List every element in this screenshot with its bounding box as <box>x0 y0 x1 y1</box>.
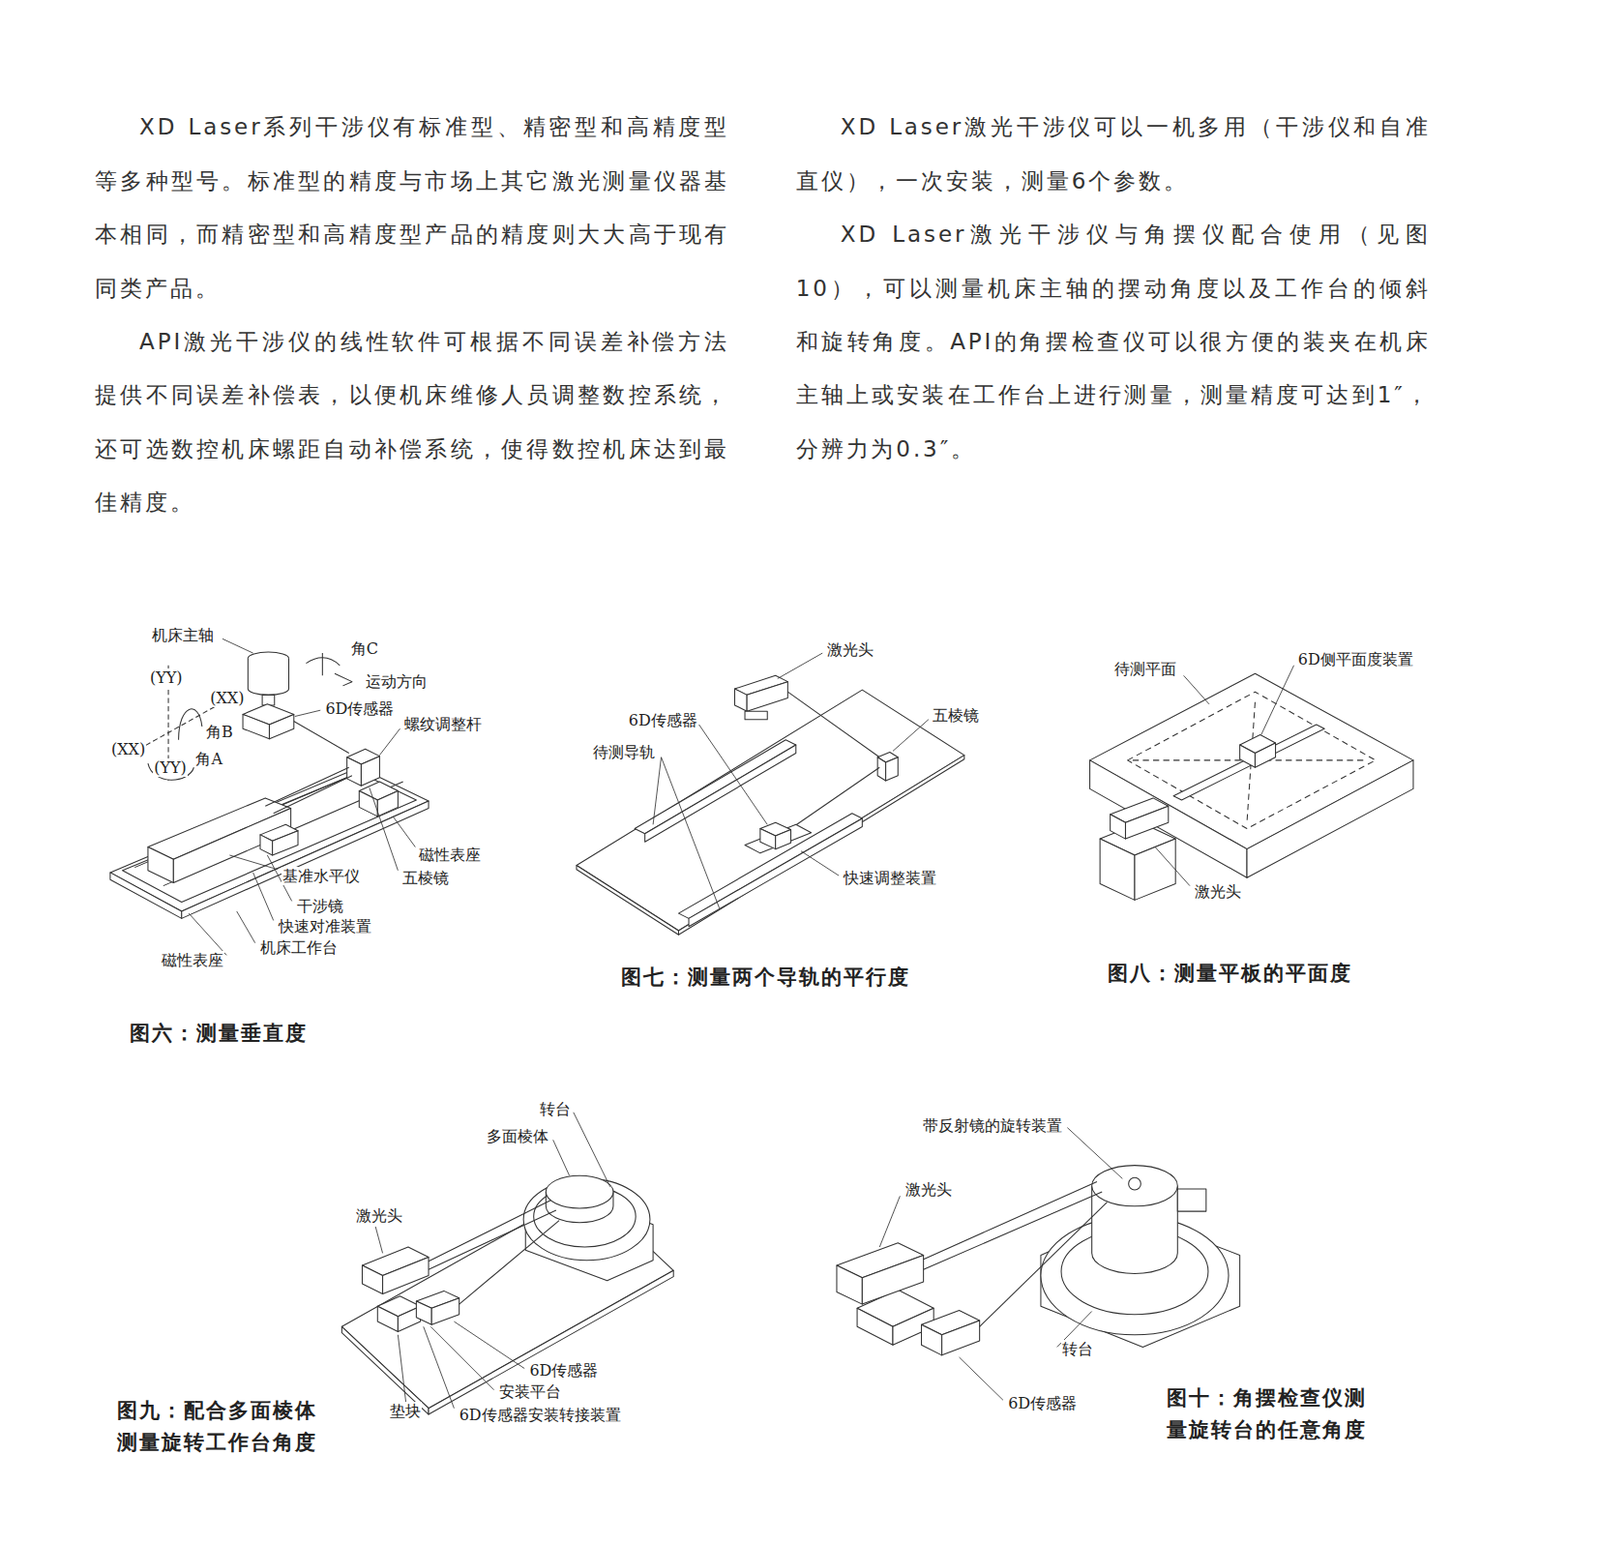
figure-caption: 图七：测量两个导轨的平行度 <box>621 961 911 994</box>
part-label: 角C <box>350 639 380 658</box>
figure-eight-drawing <box>1090 673 1414 900</box>
part-label: 运动方向 <box>364 672 429 691</box>
figure-six-drawing <box>110 651 429 919</box>
part-label: 激光头 <box>826 640 875 659</box>
figure-ten-drawing <box>836 1165 1241 1356</box>
part-label: (XX) <box>110 740 147 759</box>
part-label: 磁性表座 <box>417 845 482 864</box>
part-label: 转台 <box>538 1099 572 1119</box>
part-label: 激光头 <box>355 1206 404 1225</box>
part-label: 带反射镜的旋转装置 <box>921 1116 1064 1135</box>
part-label: 6D传感器 <box>1007 1393 1078 1413</box>
part-label: 6D传感器 <box>627 711 699 730</box>
part-label: 基准水平仪 <box>281 866 361 886</box>
part-label: 激光头 <box>904 1180 953 1199</box>
part-label: 转台 <box>1061 1339 1095 1359</box>
figure-caption: 图十：角摆检查仪测量旋转台的任意角度 <box>1166 1382 1375 1447</box>
body-paragraph: XD Laser激光干涉仪可以一机多用（干涉仪和自准直仪），一次安装，测量6个参… <box>796 100 1431 208</box>
body-paragraph: XD Laser系列干涉仪有标准型、精密型和高精度型等多种型号。标准型的精度与市… <box>94 100 730 316</box>
part-label: 螺纹调整杆 <box>403 714 483 734</box>
part-label: 快速对准装置 <box>277 917 373 936</box>
part-label: 安装平台 <box>498 1382 563 1401</box>
part-label: 机床工作台 <box>259 938 339 957</box>
part-label: 磁性表座 <box>160 950 225 970</box>
body-paragraph: API激光干涉仪的线性软件可根据不同误差补偿方法提供不同误差补偿表，以便机床维修… <box>94 315 730 531</box>
part-label: 多面棱体 <box>485 1126 550 1146</box>
figure-caption: 图六：测量垂直度 <box>129 1017 308 1050</box>
leader-lines <box>188 638 1294 1408</box>
part-label: 6D传感器 <box>528 1361 599 1380</box>
part-label: 6D传感器安装转接装置 <box>458 1405 623 1424</box>
part-label: 五棱镜 <box>401 868 450 888</box>
part-label: 6D传感器 <box>324 699 395 718</box>
part-label: 干涉镜 <box>296 896 345 916</box>
part-label: 待测导轨 <box>592 742 656 762</box>
part-label: 激光头 <box>1193 882 1243 901</box>
part-label: 待测平面 <box>1113 659 1178 679</box>
part-label: 6D侧平面度装置 <box>1297 650 1415 669</box>
figure-seven-drawing <box>576 675 965 935</box>
body-paragraph: XD Laser激光干涉仪与角摆仪配合使用（见图10），可以测量机床主轴的摆动角… <box>796 207 1431 476</box>
part-label: (YY) <box>152 758 188 777</box>
part-label: 五棱镜 <box>931 706 980 725</box>
figure-nine-drawing <box>341 1175 674 1415</box>
figure-caption: 图八：测量平板的平面度 <box>1107 957 1353 990</box>
part-label: 快速调整装置 <box>842 868 938 888</box>
part-label: (XX) <box>208 688 245 708</box>
part-label: 机床主轴 <box>150 625 215 645</box>
part-label: (YY) <box>148 668 184 687</box>
part-label: 角B <box>205 722 235 741</box>
figure-caption: 图九：配合多面棱体测量旋转工作台角度 <box>117 1394 326 1459</box>
part-label: 角A <box>194 749 224 769</box>
part-label: 垫块 <box>388 1401 422 1421</box>
